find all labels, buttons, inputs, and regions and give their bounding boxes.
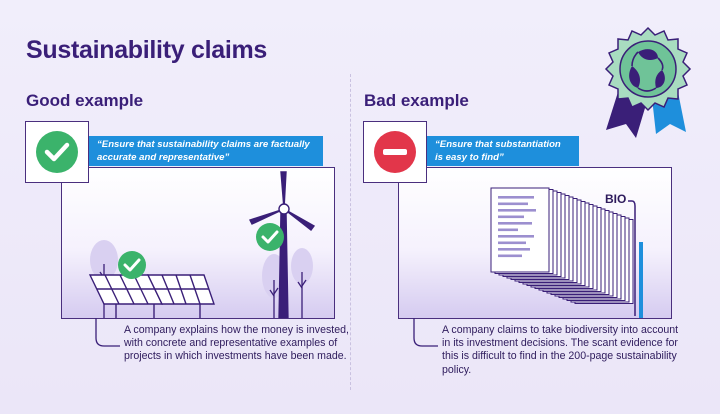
- award-rosette-icon: [596, 26, 700, 138]
- good-caption-connector: [95, 318, 120, 347]
- text-line: [498, 235, 534, 238]
- text-line: [498, 241, 526, 245]
- bad-quote-banner: “Ensure that substantiation is easy to f…: [427, 136, 579, 166]
- good-icon-box: [25, 121, 89, 183]
- good-example-illustration: [88, 171, 316, 318]
- text-line: [498, 248, 530, 251]
- text-line: [498, 228, 518, 232]
- bad-caption: A company claims to take biodiversity in…: [442, 324, 679, 376]
- good-quote-banner: “Ensure that sustainability claims are f…: [89, 136, 323, 166]
- bio-page-marker: [628, 200, 643, 318]
- document-stack-illustration: [490, 187, 643, 318]
- bad-icon-box: [363, 121, 427, 183]
- bad-example-panel: [398, 167, 672, 319]
- turbine-checkmark-icon: [256, 223, 284, 251]
- no-entry-icon: [374, 131, 416, 173]
- page-title: Sustainability claims: [26, 36, 268, 64]
- text-line: [498, 215, 524, 219]
- text-line: [498, 196, 534, 199]
- good-example-heading: Good example: [26, 91, 144, 110]
- solar-checkmark-icon: [118, 251, 146, 279]
- bad-example-heading: Bad example: [364, 91, 469, 110]
- leaf-icon: [629, 49, 665, 92]
- checkmark-icon: [36, 131, 78, 173]
- bio-page-label: BIO: [605, 192, 627, 206]
- text-line: [498, 222, 532, 225]
- text-line: [498, 202, 528, 206]
- section-divider: [350, 74, 351, 390]
- text-line: [498, 209, 536, 212]
- bad-caption-connector: [413, 318, 438, 347]
- solar-panels: [88, 274, 215, 318]
- good-caption: A company explains how the money is inve…: [124, 324, 349, 363]
- good-example-panel: [61, 167, 335, 319]
- text-line: [498, 254, 522, 258]
